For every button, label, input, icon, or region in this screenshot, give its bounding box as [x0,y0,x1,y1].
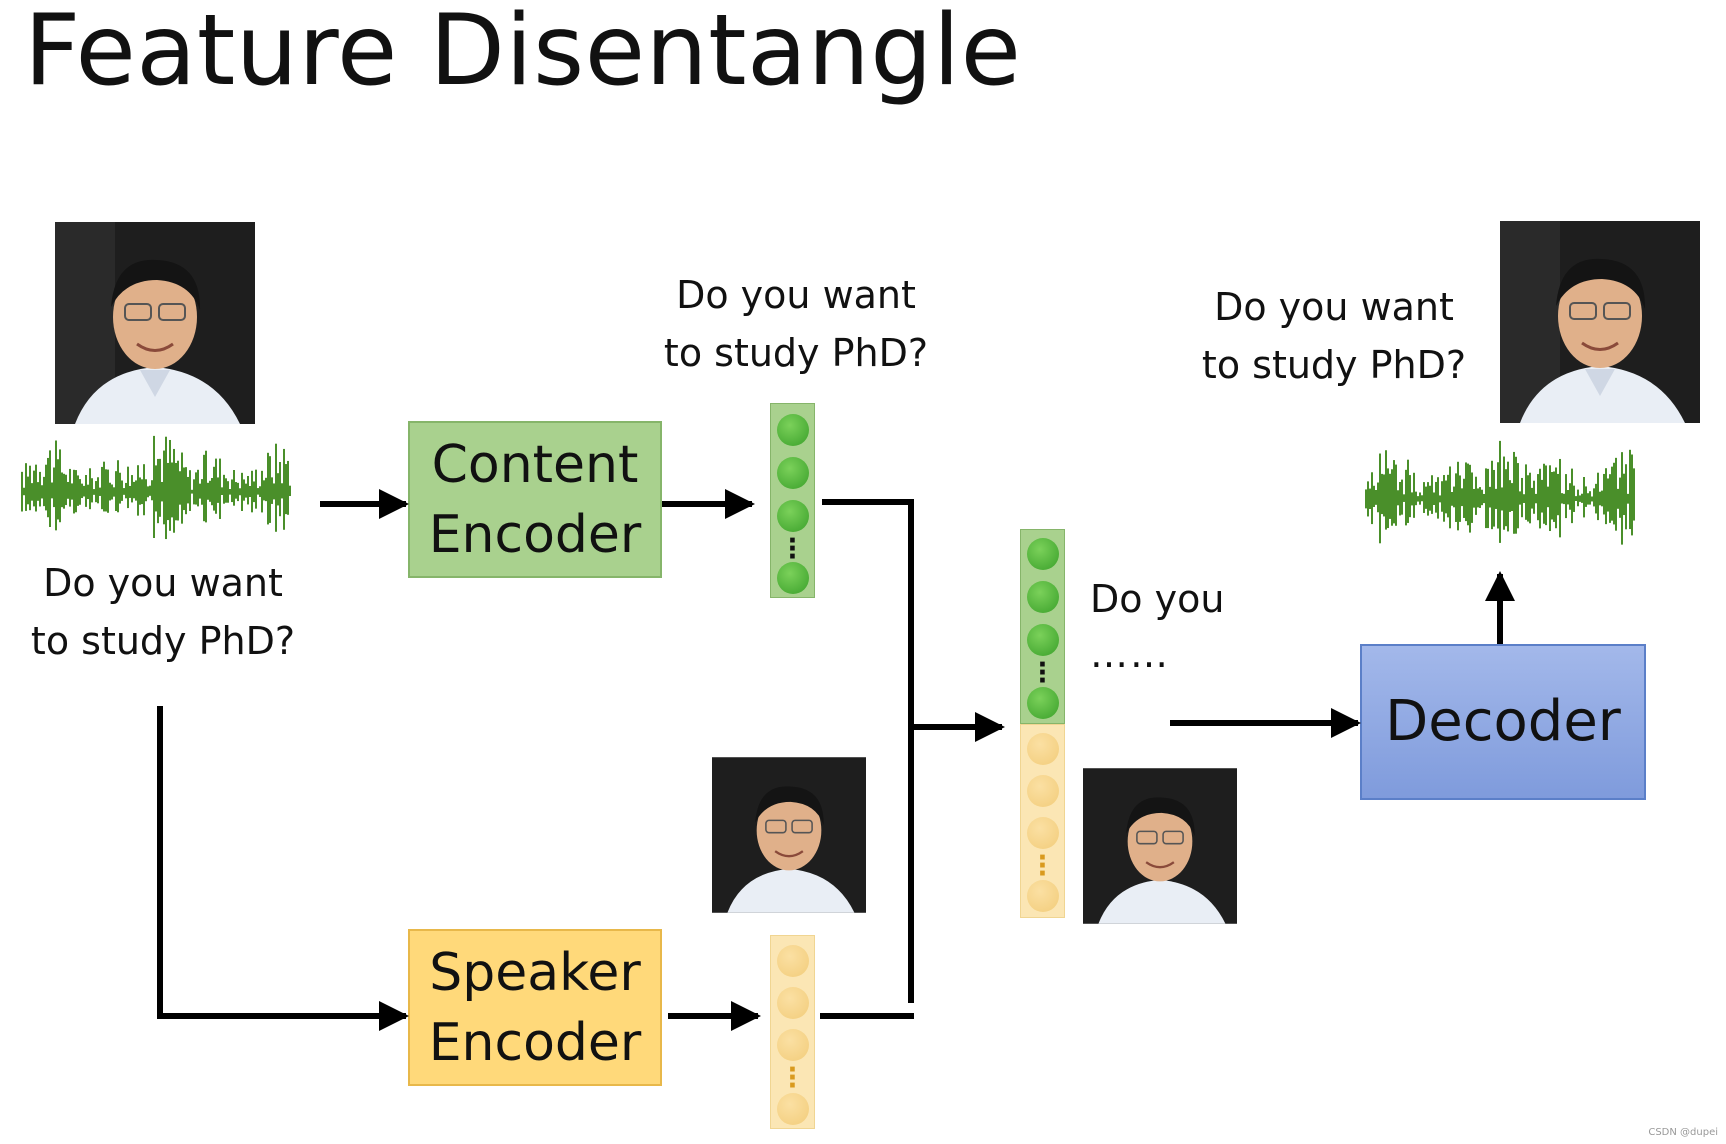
input-caption-line-1: Do you want [43,561,283,605]
content-encoder-label-line-2: Encoder [428,504,642,565]
vector-element [1026,687,1059,719]
vector-element [776,457,809,489]
content-output-caption: Do you want to study PhD? [656,266,936,382]
vector-element [776,1029,809,1061]
merged-caption: Do you [1090,577,1225,621]
vector-element [1026,581,1059,613]
merged-vector-speaker-part: ··· [1020,724,1065,918]
speaker-vector: ··· [770,935,815,1129]
content-output-caption-line-2: to study PhD? [663,331,929,375]
output-caption: Do you want to study PhD? [1194,278,1474,394]
vector-element [776,945,809,977]
line-input-to-speaker-encoder [157,706,409,1031]
speaker-encoder-box: Speaker Encoder [408,929,662,1086]
vector-ellipsis: ··· [1037,843,1048,889]
input-caption: Do you want to study PhD? [20,554,306,670]
speaker-photo-input [55,222,255,424]
vector-element [1026,775,1059,807]
decoder-label: Decoder [1385,689,1621,754]
vector-element [776,414,809,446]
merged-vector-content-part: ··· [1020,529,1065,724]
content-vector: ··· [770,403,815,598]
speaker-encoder-label-line-2: Encoder [428,1012,642,1073]
merged-ellipsis: …… [1090,632,1170,676]
watermark: CSDN @dupei [1648,1127,1718,1138]
vector-ellipsis: ··· [787,526,798,572]
vector-element [1026,733,1059,765]
content-encoder-label-line-1: Content [431,434,639,495]
waveform-output-icon [1365,440,1635,545]
waveform-input-icon [21,435,291,540]
vector-element [1026,880,1059,912]
decoder-box: Decoder [1360,644,1646,800]
vector-element [1026,624,1059,656]
output-caption-line-1: Do you want [1214,285,1454,329]
input-caption-line-2: to study PhD? [30,619,296,663]
content-encoder-box: Content Encoder [408,421,662,578]
vector-element [776,987,809,1019]
speaker-photo-embedding [712,757,866,913]
speaker-photo-output [1500,221,1700,423]
vector-element [776,1093,809,1125]
speaker-encoder-label-line-1: Speaker [429,942,641,1003]
vector-ellipsis: ··· [787,1055,798,1101]
vector-element [776,500,809,532]
vector-ellipsis: ··· [1037,650,1048,696]
output-caption-line-2: to study PhD? [1201,343,1467,387]
vector-element [1026,538,1059,570]
speaker-photo-merged [1083,768,1237,924]
vector-element [776,562,809,594]
slide-title: Feature Disentangle [24,0,1022,108]
content-output-caption-line-1: Do you want [676,273,916,317]
line-content-vector-to-merge [822,499,914,1003]
vector-element [1026,817,1059,849]
